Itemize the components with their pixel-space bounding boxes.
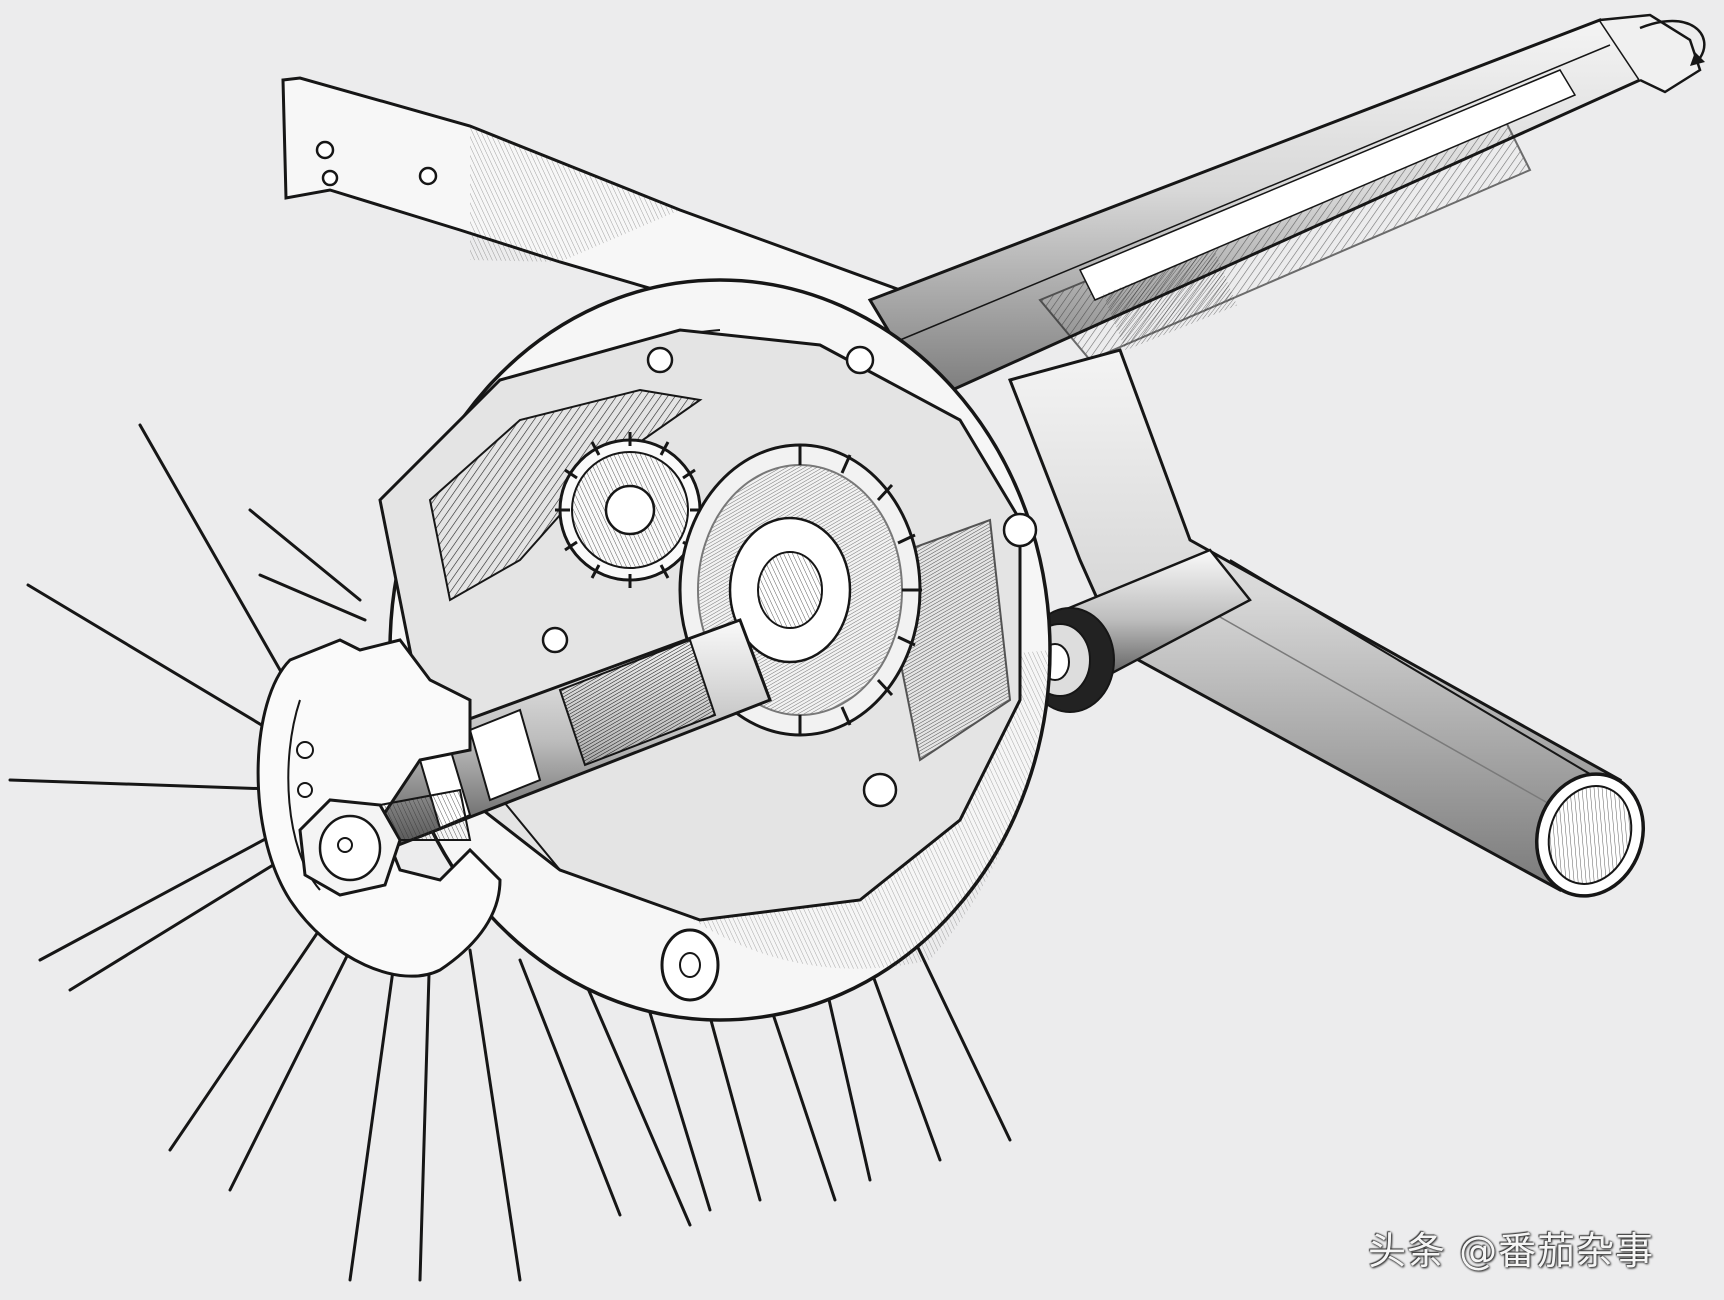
- swing-arm-tube: [1007, 348, 1646, 898]
- mounting-bracket: [281, 76, 933, 342]
- watermark-text: 头条 @番茄杂事: [1368, 1229, 1655, 1273]
- small-spur-gear: [555, 432, 705, 588]
- housing-bolts: [541, 345, 1038, 808]
- drive-shaft-tube: [867, 13, 1706, 402]
- axle-nut: [298, 788, 472, 897]
